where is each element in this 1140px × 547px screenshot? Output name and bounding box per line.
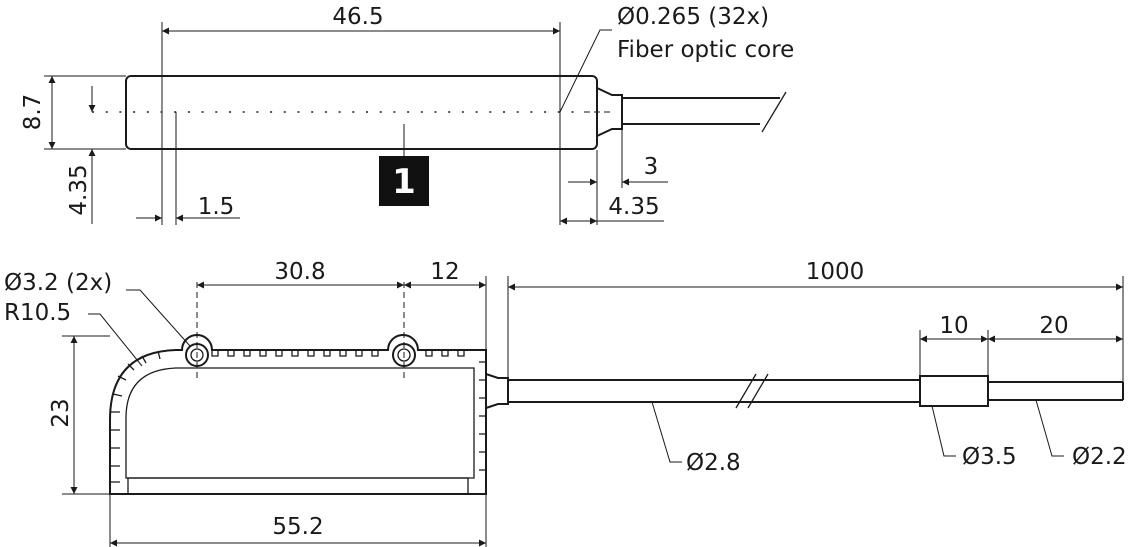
side-view-ribs-right <box>479 361 486 471</box>
dim-cable-length-label: 1000 <box>806 259 865 285</box>
top-view-gland <box>596 87 623 137</box>
callout-number: 1 <box>392 162 416 202</box>
dim-tip-dia-label: Ø2.2 <box>1072 444 1127 470</box>
dim-height-label: 8.7 <box>20 94 46 131</box>
top-view-body <box>125 75 598 150</box>
dim-tip-length-label: 20 <box>1039 313 1068 339</box>
cable-sleeve <box>919 375 989 407</box>
top-view: 46.5 Ø0.265 (32x) Fiber optic core 8.7 4… <box>20 4 794 225</box>
dim-tail-label: 4.35 <box>608 194 659 220</box>
dim-offset-label: 4.35 <box>66 164 92 215</box>
dim-sleeve-length-label: 10 <box>939 313 968 339</box>
dim-width-label: 55.2 <box>272 514 323 540</box>
dim-radius-label: R10.5 <box>4 300 71 326</box>
side-view-ribs-left <box>111 350 161 483</box>
side-view-body-outline <box>109 334 487 495</box>
dim-sleeve-dia-label: Ø3.5 <box>962 444 1017 470</box>
callout-box <box>379 156 429 206</box>
dim-hole-end-label: 12 <box>430 259 459 285</box>
dim-gland-label: 3 <box>644 154 659 180</box>
dim-length-label: 46.5 <box>332 4 383 30</box>
dim-cable-dia-label: Ø2.8 <box>686 450 741 476</box>
dim-side-height-label: 23 <box>48 398 74 427</box>
dim-pitch-label: 1.5 <box>198 194 235 220</box>
side-view-foot <box>127 477 469 495</box>
side-view: 30.8 12 1000 10 20 23 55.2 Ø3.2 (2x) R10… <box>4 259 1127 547</box>
side-view-inner-outline <box>125 367 475 479</box>
fiber-core-label: Fiber optic core <box>617 37 794 63</box>
dim-hole-spacing-label: 30.8 <box>274 259 325 285</box>
side-view-ribs-top <box>211 350 465 357</box>
fiber-core-size-label: Ø0.265 (32x) <box>617 4 769 30</box>
cable-break-mark <box>761 91 787 133</box>
dim-hole-label: Ø3.2 (2x) <box>4 270 112 296</box>
side-view-gland <box>485 373 509 409</box>
cable-break-mark-side <box>735 373 757 409</box>
